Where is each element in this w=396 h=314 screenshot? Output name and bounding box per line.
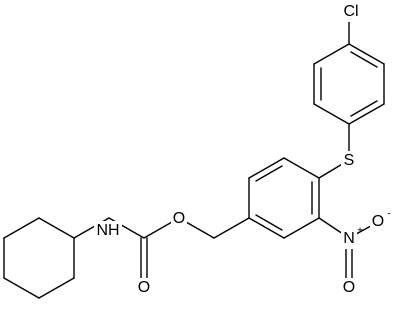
bond-ring-b-3 bbox=[248, 217, 285, 239]
atom-label-amine-nitrogen: NH bbox=[96, 222, 119, 239]
bond-ring-b-5 bbox=[248, 157, 285, 179]
bond-ring-a-4 bbox=[313, 103, 350, 125]
bond-ring-b-6 bbox=[283, 157, 320, 179]
chlorophenyl-ring bbox=[313, 21, 385, 125]
bond-ring-b-2 bbox=[283, 217, 320, 239]
atom-label-chlorine: Cl bbox=[343, 3, 358, 20]
bond-ring-c-4 bbox=[3, 277, 40, 299]
bond-ring-a-6 bbox=[313, 43, 350, 65]
nitrophenyl-ring bbox=[248, 157, 320, 239]
mask-ether-o bbox=[171, 209, 187, 229]
atom-label-carbonyl-oxygen: O bbox=[138, 279, 150, 296]
atom-label-nitro-nitrogen: N bbox=[343, 230, 355, 247]
bond-ring-b-inner-3 bbox=[255, 165, 283, 182]
charge-label-nitro-nitrogen: + bbox=[357, 226, 363, 237]
bond-ring-b-inner-2 bbox=[255, 214, 283, 231]
atom-label-nitro-oxygen-single: O bbox=[372, 213, 384, 230]
mask-nitro-o-double bbox=[341, 278, 357, 298]
atom-label-ether-oxygen: O bbox=[173, 210, 185, 227]
charge-label-nitro-oxygen-single: - bbox=[387, 209, 390, 220]
bond-ring-a-inner-2 bbox=[350, 100, 378, 117]
bond-ring-a-inner-1 bbox=[350, 51, 378, 68]
bond-ring-ch2 bbox=[213, 217, 250, 239]
atom-label-nitro-oxygen-double: O bbox=[343, 279, 355, 296]
atom-label-sulfur: S bbox=[344, 152, 355, 169]
bond-ring-a-1 bbox=[348, 43, 385, 65]
cyclohexyl-ring bbox=[3, 217, 75, 299]
mask-nitro-o-single bbox=[370, 212, 386, 232]
mask-nitro-n bbox=[341, 229, 357, 249]
mask-nh bbox=[94, 221, 122, 241]
bond-ring-c-5 bbox=[38, 277, 75, 299]
mask-s bbox=[341, 151, 357, 171]
mask-carbonyl-o bbox=[136, 278, 152, 298]
bond-ring-c-2 bbox=[3, 217, 40, 239]
mask-cl bbox=[339, 2, 363, 22]
bond-ring-a-3 bbox=[348, 103, 385, 125]
bond-ring-c-1 bbox=[38, 217, 75, 239]
